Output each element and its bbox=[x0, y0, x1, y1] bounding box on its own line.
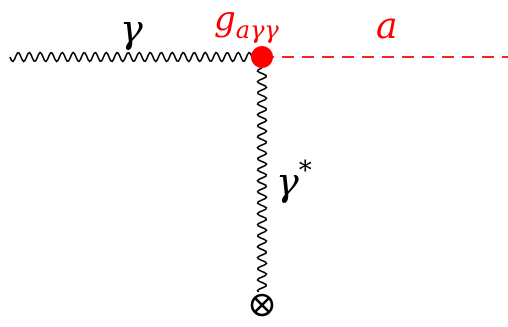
coupling-label-base: g bbox=[214, 0, 236, 39]
coupling-label-subscript: aγγ bbox=[236, 16, 280, 44]
incoming-photon-line bbox=[9, 51, 253, 63]
virtual-photon-label-superscript: * bbox=[299, 156, 312, 186]
virtual-photon-label-base: γ bbox=[276, 160, 299, 204]
axion-label: a bbox=[376, 6, 397, 47]
virtual-photon-line bbox=[256, 67, 268, 293]
virtual-photon-label: γ* bbox=[276, 156, 312, 204]
circled-cross-icon bbox=[250, 293, 274, 317]
coupling-label: gaγγ bbox=[214, 0, 279, 44]
incoming-photon-label: γ bbox=[120, 7, 143, 51]
coupling-vertex bbox=[251, 46, 273, 68]
